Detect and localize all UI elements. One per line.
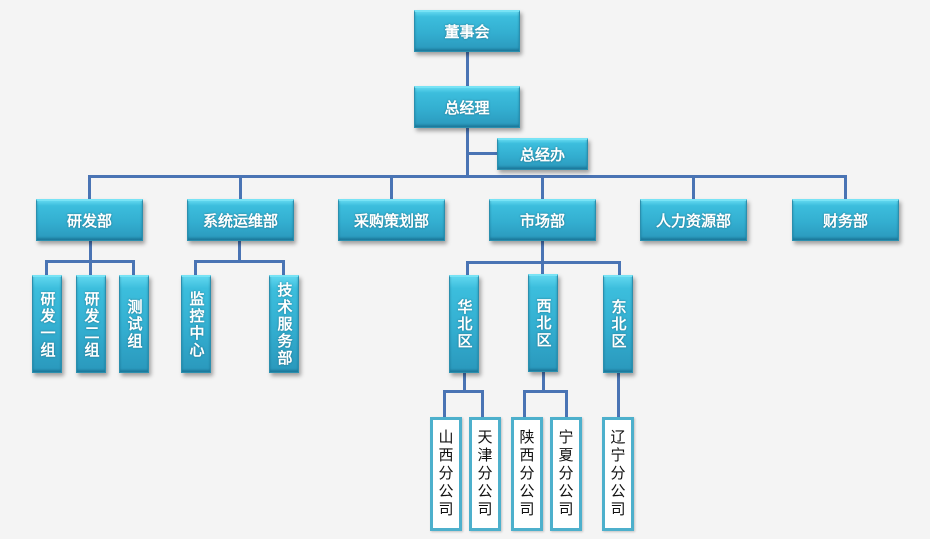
node-rd-team-2[interactable]: 研发二组 bbox=[76, 275, 106, 373]
node-gm-office[interactable]: 总经办 bbox=[497, 138, 588, 170]
connector bbox=[692, 175, 695, 200]
connector bbox=[194, 260, 197, 276]
node-test-team[interactable]: 测试组 bbox=[119, 275, 149, 373]
connector bbox=[541, 240, 544, 275]
connector bbox=[89, 260, 92, 276]
connector bbox=[390, 175, 393, 200]
node-branch-shaanxi[interactable]: 陕西分公司 bbox=[511, 417, 543, 531]
connector bbox=[466, 261, 469, 276]
connector bbox=[443, 390, 446, 418]
connector bbox=[481, 390, 484, 418]
node-finance-dept[interactable]: 财务部 bbox=[792, 199, 899, 241]
connector bbox=[523, 390, 567, 393]
connector bbox=[466, 127, 469, 175]
connector bbox=[565, 390, 568, 418]
node-market-dept[interactable]: 市场部 bbox=[489, 199, 596, 241]
connector bbox=[194, 260, 284, 263]
connector bbox=[238, 240, 241, 262]
node-tech-service[interactable]: 技术服务部 bbox=[269, 275, 299, 373]
node-rd-team-1[interactable]: 研发一组 bbox=[32, 275, 62, 373]
node-branch-ningxia[interactable]: 宁夏分公司 bbox=[550, 417, 582, 531]
node-region-north[interactable]: 华北区 bbox=[449, 275, 479, 373]
connector bbox=[466, 261, 620, 264]
connector bbox=[466, 51, 469, 87]
connector bbox=[45, 260, 48, 276]
connector bbox=[88, 175, 91, 200]
node-ops-dept[interactable]: 系统运维部 bbox=[187, 199, 294, 241]
connector bbox=[132, 260, 135, 276]
node-region-northwest[interactable]: 西北区 bbox=[528, 274, 558, 372]
connector bbox=[443, 390, 483, 393]
connector bbox=[466, 152, 498, 155]
node-general-manager[interactable]: 总经理 bbox=[414, 86, 520, 128]
node-purchase-dept[interactable]: 采购策划部 bbox=[338, 199, 445, 241]
connector bbox=[617, 372, 620, 418]
connector bbox=[282, 260, 285, 276]
node-hr-dept[interactable]: 人力资源部 bbox=[640, 199, 747, 241]
node-branch-tianjin[interactable]: 天津分公司 bbox=[469, 417, 501, 531]
connector bbox=[239, 175, 242, 200]
connector bbox=[463, 372, 466, 392]
node-region-northeast[interactable]: 东北区 bbox=[603, 275, 633, 373]
node-branch-liaoning[interactable]: 辽宁分公司 bbox=[602, 417, 634, 531]
connector bbox=[542, 372, 545, 392]
node-rd-dept[interactable]: 研发部 bbox=[36, 199, 143, 241]
connector bbox=[89, 240, 92, 262]
connector bbox=[541, 175, 544, 200]
connector bbox=[618, 261, 621, 276]
connector bbox=[88, 175, 847, 178]
connector bbox=[523, 390, 526, 418]
node-board[interactable]: 董事会 bbox=[414, 10, 520, 52]
node-branch-shanxi[interactable]: 山西分公司 bbox=[430, 417, 462, 531]
node-monitor-center[interactable]: 监控中心 bbox=[181, 275, 211, 373]
connector bbox=[844, 175, 847, 200]
